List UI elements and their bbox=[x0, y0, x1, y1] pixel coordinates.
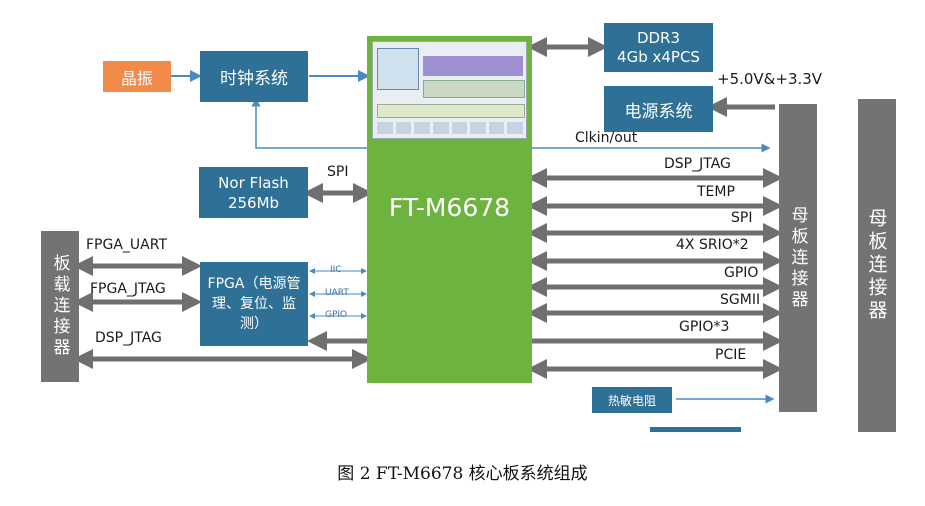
pcie-label: PCIE bbox=[715, 347, 747, 363]
cpu-title: FT-M6678 bbox=[388, 193, 511, 222]
die-logic-block bbox=[423, 80, 525, 98]
fpga-block: FPGA（电源管理、复位、监测） bbox=[200, 262, 308, 346]
thermistor-block: 热敏电阻 bbox=[592, 387, 672, 413]
gpio-right-label: GPIO bbox=[724, 265, 759, 281]
fpga-jtag-label: FPGA_JTAG bbox=[90, 281, 166, 297]
crystal-block: 晶振 bbox=[103, 61, 171, 92]
mother-connector-outer: 母板连接器 bbox=[858, 99, 896, 432]
nor-flash-size: 256Mb bbox=[227, 193, 280, 212]
power-system-block: 电源系统 bbox=[604, 86, 713, 132]
die-bus-block bbox=[423, 56, 523, 76]
srio-label: 4X SRIO*2 bbox=[676, 237, 749, 253]
iic-label: IIC bbox=[330, 265, 342, 275]
nor-flash-block: Nor Flash 256Mb bbox=[199, 167, 308, 218]
gpio3-label: GPIO*3 bbox=[679, 319, 730, 335]
mother-connector-inner-label: 母板连接器 bbox=[787, 205, 808, 311]
nor-flash-title: Nor Flash bbox=[218, 173, 289, 192]
fpga-uart-label: FPGA_UART bbox=[86, 237, 168, 253]
dsp-jtag-right-label: DSP_JTAG bbox=[664, 156, 731, 172]
clkin-label: Clkin/out bbox=[575, 130, 638, 146]
ddr3-title: DDR3 bbox=[636, 28, 681, 47]
dsp-jtag-left-label: DSP_JTAG bbox=[95, 330, 162, 346]
clock-system-block: 时钟系统 bbox=[200, 51, 308, 102]
die-io-row bbox=[377, 122, 523, 134]
cpu-block: FT-M6678 bbox=[367, 36, 532, 383]
board-connector-label: 板载连接器 bbox=[49, 254, 70, 359]
board-connector: 板载连接器 bbox=[41, 231, 79, 382]
gpio-small-label: GPIO bbox=[325, 310, 348, 320]
mother-connector-outer-label: 母板连接器 bbox=[865, 208, 888, 323]
spi-right-label: SPI bbox=[731, 210, 753, 226]
temp-label: TEMP bbox=[697, 184, 735, 200]
spi-top-label: SPI bbox=[327, 164, 349, 180]
mother-connector-inner: 母板连接器 bbox=[779, 104, 817, 412]
uart-label: UART bbox=[325, 288, 349, 298]
ddr3-spec: 4Gb x4PCS bbox=[617, 47, 700, 66]
cpu-die-thumbnail bbox=[372, 41, 527, 139]
sgmii-label: SGMII bbox=[720, 292, 761, 308]
arrow-clkin-out bbox=[251, 97, 771, 153]
die-core-block bbox=[377, 48, 419, 90]
figure-caption: 图 2 FT-M6678 核心板系统组成 bbox=[337, 464, 588, 484]
blue-strip bbox=[650, 427, 741, 432]
ddr3-block: DDR3 4Gb x4PCS bbox=[604, 23, 713, 72]
die-peripheral-block bbox=[377, 104, 525, 118]
voltage-label: +5.0V&+3.3V bbox=[717, 70, 823, 88]
